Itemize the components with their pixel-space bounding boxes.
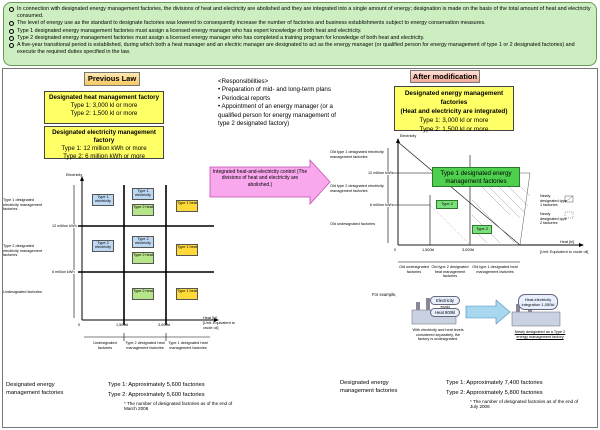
responsibility-item: • Preparation of mid- and long-term plan… — [218, 86, 331, 94]
left-ytick-6m: 6 million kWh — [52, 270, 75, 274]
right-summary-type2: Type 2: Approximately 5,800 factories — [446, 390, 543, 396]
integrated-box-subtitle: (Heat and electricity are integrated) — [400, 108, 508, 115]
left-summary-label: Designated energy management factories — [6, 382, 64, 396]
example-heat-bubble: Heat 800kl — [430, 308, 460, 317]
right-axis-y-label: Electricity — [400, 134, 417, 138]
example-electricity-bubble: Electricity 250kl — [430, 296, 460, 310]
circle-bullet-icon — [9, 43, 14, 49]
right-summary-label: Designated energy management factories — [340, 380, 398, 394]
left-row-label-type1: Type 1 designated electricity management… — [3, 198, 43, 212]
responsibility-item: • Appointment of an energy manager (or a… — [218, 103, 336, 128]
heat-box-title: Designated heat management factory — [48, 94, 160, 101]
right-col-label-old-type1: Old type 1 designated heat management fa… — [472, 265, 518, 274]
left-axis-y-label: Electricity — [66, 173, 83, 177]
previous-law-tag: Previous Law — [84, 72, 140, 86]
main-frame — [2, 68, 598, 428]
right-row-label-old-type2: Old type 2 designated electricity manage… — [330, 184, 384, 193]
right-xtick-0: 0 — [394, 248, 397, 252]
left-footnote: * The number of designated factories as … — [124, 401, 233, 412]
responsibility-item: • Periodical reports — [218, 94, 271, 102]
cell-r3c3: Type 1 heat — [176, 288, 198, 300]
cell-r2c1: Type 2 electricity — [92, 240, 114, 252]
cell-r1c2a: Type 1 electricity — [132, 188, 154, 200]
type1-designated-region: Type 1 designated energy management fact… — [432, 167, 520, 187]
cell-r2c2b: Type 2 heat — [132, 252, 154, 264]
example-note-right: Newly designated as a Type 2 energy mana… — [514, 330, 566, 339]
integrated-box-title: Designated energy management factories — [404, 90, 504, 106]
heat-box-type1: Type 1: 3,000 kl or more — [70, 102, 138, 109]
example-label: For example, — [372, 292, 397, 297]
elec-box-type1: Type 1: 12 million kWh or more — [61, 145, 147, 152]
example-note-left: With electricity and heat levels conside… — [412, 328, 464, 342]
left-row-label-type2: Type 2 designated electricity management… — [3, 244, 43, 258]
right-ytick-6m: 6 million kWh — [370, 203, 393, 207]
circle-bullet-icon — [9, 35, 14, 41]
left-xtick-1500: 1,500kl — [116, 323, 129, 327]
right-xtick-1500: 1,500kl — [422, 248, 435, 252]
type2-region-label: Type 2 — [436, 200, 458, 209]
note-item: The level of energy use as the standard … — [9, 20, 591, 27]
heat-management-box: Designated heat management factory Type … — [44, 91, 164, 124]
left-axis-x-unit: [Unit: Equivalent to crude oil] — [203, 321, 235, 330]
cell-r3c2: Type 2 heat — [132, 288, 154, 300]
note-item: In connection with designated energy man… — [9, 6, 591, 20]
left-axis-x-label: Heat [kl] — [203, 316, 217, 320]
left-xtick-0: 0 — [78, 323, 81, 327]
legend-newly-type1: Newly designated type 1 factories — [540, 194, 567, 208]
right-summary-type1: Type 1: Approximately 7,400 factories — [446, 380, 543, 386]
left-col-label-undesignated: Undesignated factories — [93, 341, 117, 350]
note-item: Type 1 designated energy management fact… — [9, 28, 591, 35]
right-row-label-old-undesignated: Old undesignated factories — [330, 222, 376, 226]
right-axis-x-unit: [Unit: Equivalent to crude oil] — [540, 250, 589, 254]
right-footnote: * The number of designated factories as … — [470, 399, 579, 410]
right-ytick-12m: 12 million kWh — [368, 171, 393, 175]
integration-arrow-label: Integrated heat-and-electricity control … — [212, 169, 308, 188]
cell-r1c3: Type 1 heat — [176, 200, 198, 212]
right-col-label-old-undesignated: Old undesignated factories — [399, 265, 429, 274]
right-row-label-old-type1: Old type 1 designated electricity manage… — [330, 150, 384, 159]
legend-newly-type2: Newly designated type 2 factories — [540, 212, 567, 226]
right-col-label-old-type2: Old type 2 designated heat management fa… — [431, 265, 469, 279]
type2-region-label-b: Type 2 — [472, 225, 492, 234]
circle-bullet-icon — [9, 7, 14, 12]
heat-box-type2: Type 2: 1,500 kl or more — [70, 110, 138, 117]
circle-bullet-icon — [9, 21, 14, 27]
left-row-label-undesignated: Undesignated factories — [3, 290, 42, 294]
notes-panel: In connection with designated energy man… — [3, 2, 597, 66]
note-item: A five-year transitional period is estab… — [9, 42, 591, 56]
circle-bullet-icon — [9, 28, 14, 34]
after-modification-tag: After modification — [410, 70, 480, 83]
left-summary-type1: Type 1: Approximately 5,600 factories — [108, 382, 205, 388]
left-summary-type2: Type 2: Approximately 5,600 factories — [108, 392, 205, 398]
cell-r1c2b: Type 2 heat — [132, 204, 154, 216]
left-xtick-3000: 3,000kl — [158, 323, 171, 327]
cell-r2c2a: Type 2 electricity — [132, 236, 154, 248]
left-col-label-type1: Type 1 designated heat management factor… — [168, 341, 208, 350]
left-ytick-12m: 12 million kWh — [52, 224, 77, 228]
right-axis-x-label: Heat [kl] — [560, 240, 574, 244]
note-item: Type 2 designated energy management fact… — [9, 35, 591, 42]
right-xtick-3000: 3,000kl — [462, 248, 475, 252]
integrated-box-type1: Type 1: 3,000 kl or more — [419, 117, 489, 124]
responsibilities-panel: <Responsibilities> • Preparation of mid-… — [218, 78, 346, 128]
integrated-energy-box: Designated energy management factories (… — [394, 86, 514, 133]
example-integration-bubble: Heat-electricity integration 1,050kl — [518, 294, 558, 310]
electricity-management-box: Designated electricity management factor… — [44, 126, 164, 160]
elec-box-type2: Type 2: 6 million kWh or more — [63, 153, 145, 160]
responsibilities-title: <Responsibilities> — [218, 78, 269, 85]
integrated-box-type2: Type 2: 1,500 kl or more — [419, 126, 489, 133]
cell-r2c3: Type 1 heat — [176, 244, 198, 256]
left-col-label-type2: Type 2 designated heat management factor… — [125, 341, 165, 350]
elec-box-title: Designated electricity management factor… — [52, 129, 156, 144]
cell-r1c1: Type 1 electricity — [92, 194, 114, 206]
